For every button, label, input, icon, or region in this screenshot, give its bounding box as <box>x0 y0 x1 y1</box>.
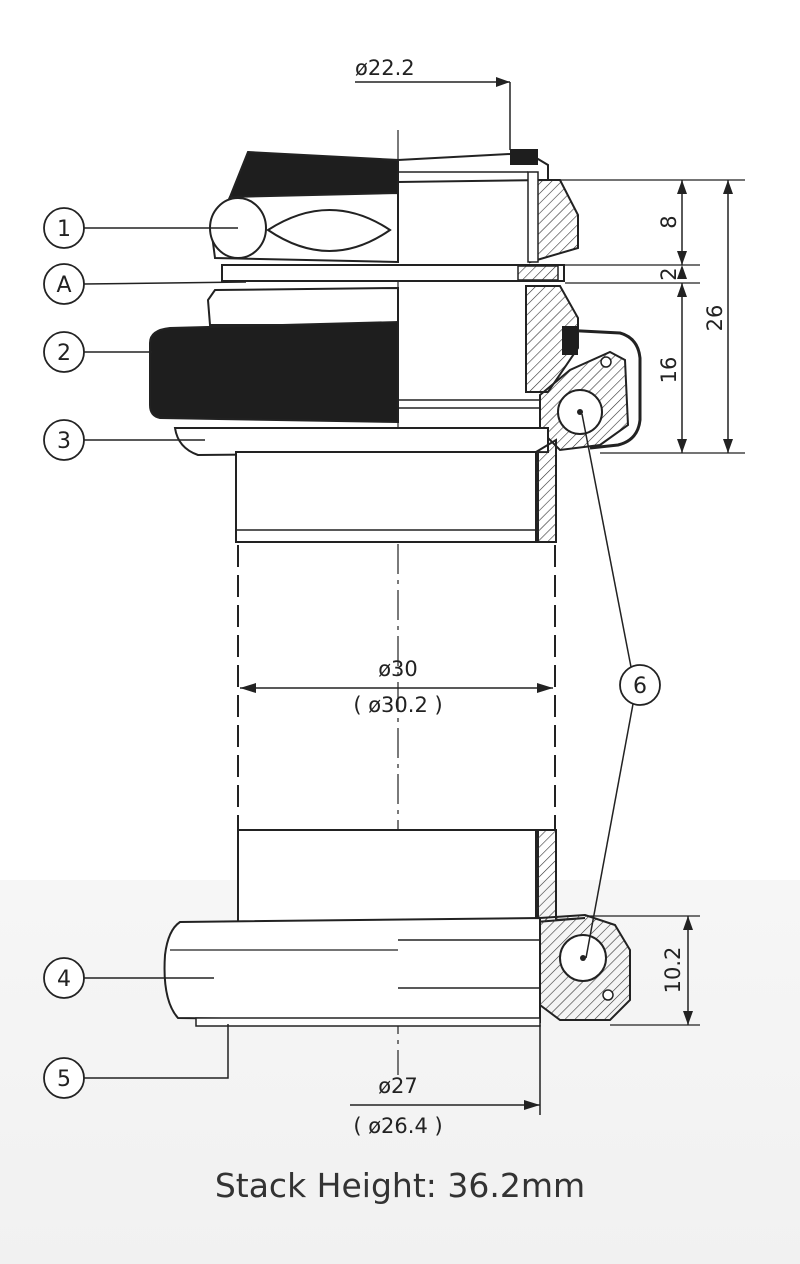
crown-seal <box>195 1017 541 1027</box>
stack-height-caption: Stack Height: 36.2mm <box>214 1166 586 1205</box>
head-tube-top-lip <box>173 427 549 457</box>
dim-steerer-diameter: ø30 <box>378 657 418 681</box>
dim-locknut-height: 8 <box>657 215 681 228</box>
callout-4: 4 <box>43 957 214 999</box>
callout-1: 1 <box>43 207 238 249</box>
upper-cup <box>149 320 399 424</box>
dim-crown-race-diameter: ø27 <box>378 1074 418 1098</box>
callout-3: 3 <box>43 419 205 461</box>
locknut-cap <box>228 150 399 199</box>
dim-washer-height: 2 <box>657 267 681 280</box>
dim-crown-race-diameter-alt: ( ø26.4 ) <box>353 1114 442 1138</box>
callout-6: 6 <box>581 413 661 959</box>
svg-text:4: 4 <box>57 967 71 992</box>
dim-steerer-diameter-alt: ( ø30.2 ) <box>353 693 442 717</box>
callout-2: 2 <box>43 331 152 373</box>
svg-text:A: A <box>56 273 71 298</box>
dim-total-top-height: 26 <box>703 305 727 332</box>
dim-top-diameter: ø22.2 <box>355 56 415 80</box>
svg-text:3: 3 <box>57 429 71 454</box>
svg-text:5: 5 <box>57 1067 71 1092</box>
svg-text:1: 1 <box>57 217 71 242</box>
washer-a <box>221 264 565 282</box>
dim-upper-cup-height: 16 <box>657 357 681 384</box>
callout-5: 5 <box>43 1024 229 1099</box>
svg-text:2: 2 <box>57 341 71 366</box>
lower-cup-insert <box>237 829 539 923</box>
dim-lower-height: 10.2 <box>661 947 685 994</box>
upper-cup-insert <box>235 451 539 543</box>
svg-text:6: 6 <box>633 674 647 699</box>
crown-race <box>163 916 541 1024</box>
callout-a: A <box>43 263 247 305</box>
